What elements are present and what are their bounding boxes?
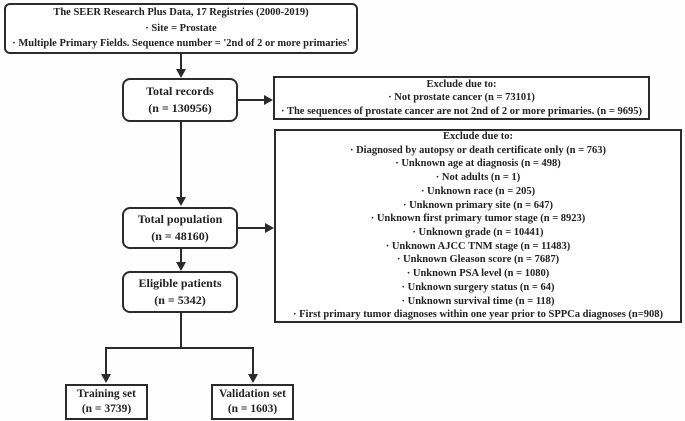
exclude2-item: · Unknown primary site (n = 647) — [402, 199, 554, 211]
node-validation-set: Validation set (n = 1603) — [211, 384, 294, 420]
node-training-set: Training set (n = 3739) — [65, 384, 148, 420]
source-line-2: · Site = Prostate — [145, 22, 217, 34]
source-line-1: The SEER Research Plus Data, 17 Registri… — [53, 7, 309, 19]
connector-records-to-exclude1 — [238, 99, 265, 101]
node-count: (n = 1603) — [227, 403, 278, 415]
exclude1-title: Exclude due to: — [426, 78, 497, 90]
exclude2-item: · Unknown race (n = 205) — [420, 185, 536, 197]
node-label: Total records — [146, 84, 214, 98]
node-count: (n = 48160) — [151, 229, 209, 243]
connector-to-training — [105, 347, 107, 375]
node-count: (n = 130956) — [148, 101, 212, 115]
exclude2-item: · Diagnosed by autopsy or death certific… — [349, 144, 607, 156]
exclude2-item: · Not adults (n = 1) — [435, 172, 521, 184]
exclude2-item: · Unknown AJCC TNM stage (n = 11483) — [385, 240, 571, 252]
node-eligible-patients: Eligible patients (n = 5342) — [122, 271, 238, 313]
exclude-box-1: Exclude due to: · Not prostate cancer (n… — [273, 76, 650, 120]
exclude-box-2: Exclude due to: · Diagnosed by autopsy o… — [274, 129, 682, 323]
exclude2-item: · Unknown Gleason score (n = 7687) — [396, 254, 560, 266]
connector-records-to-population — [180, 122, 182, 198]
arrowhead-right-icon — [265, 223, 274, 233]
arrowhead-down-icon — [248, 374, 258, 383]
node-count: (n = 3739) — [81, 403, 132, 415]
exclude2-item: · Unknown first primary tumor stage (n =… — [370, 213, 586, 225]
exclude2-item: · First primary tumor diagnoses within o… — [293, 309, 663, 321]
exclude2-item: · Unknown surgery status (n = 64) — [401, 281, 555, 293]
exclude2-item: · Unknown grade (n = 10441) — [412, 227, 544, 238]
connector-source-to-records — [180, 54, 182, 70]
arrowhead-down-icon — [176, 69, 186, 78]
source-data-box: The SEER Research Plus Data, 17 Registri… — [4, 3, 358, 54]
connector-eligible-stem — [180, 313, 182, 349]
arrowhead-down-icon — [176, 197, 186, 206]
exclude2-item: · Unknown age at diagnosis (n = 498) — [395, 158, 561, 170]
exclude1-item: · Not prostate cancer (n = 73101) — [388, 92, 535, 104]
node-count: (n = 5342) — [154, 293, 206, 307]
exclude2-item: · Unknown survival time (n = 118) — [401, 295, 555, 307]
arrowhead-down-icon — [101, 374, 111, 383]
arrowhead-down-icon — [176, 262, 186, 271]
connector-population-to-eligible — [180, 249, 182, 263]
node-label: Validation set — [219, 388, 286, 400]
connector-split-bar — [105, 347, 254, 349]
arrowhead-right-icon — [264, 95, 273, 105]
node-label: Total population — [137, 212, 223, 226]
connector-to-validation — [252, 347, 254, 375]
connector-population-to-exclude2 — [238, 227, 266, 229]
exclude2-title: Exclude due to: — [442, 131, 513, 143]
source-line-3: · Multiple Primary Fields. Sequence numb… — [12, 38, 350, 50]
node-label: Eligible patients — [138, 276, 222, 290]
node-total-population: Total population (n = 48160) — [122, 207, 238, 249]
exclude1-item: · The sequences of prostate cancer are n… — [281, 105, 642, 117]
exclude2-item: · Unknown PSA level (n = 1080) — [406, 268, 550, 280]
node-label: Training set — [77, 388, 136, 400]
node-total-records: Total records (n = 130956) — [122, 78, 238, 122]
